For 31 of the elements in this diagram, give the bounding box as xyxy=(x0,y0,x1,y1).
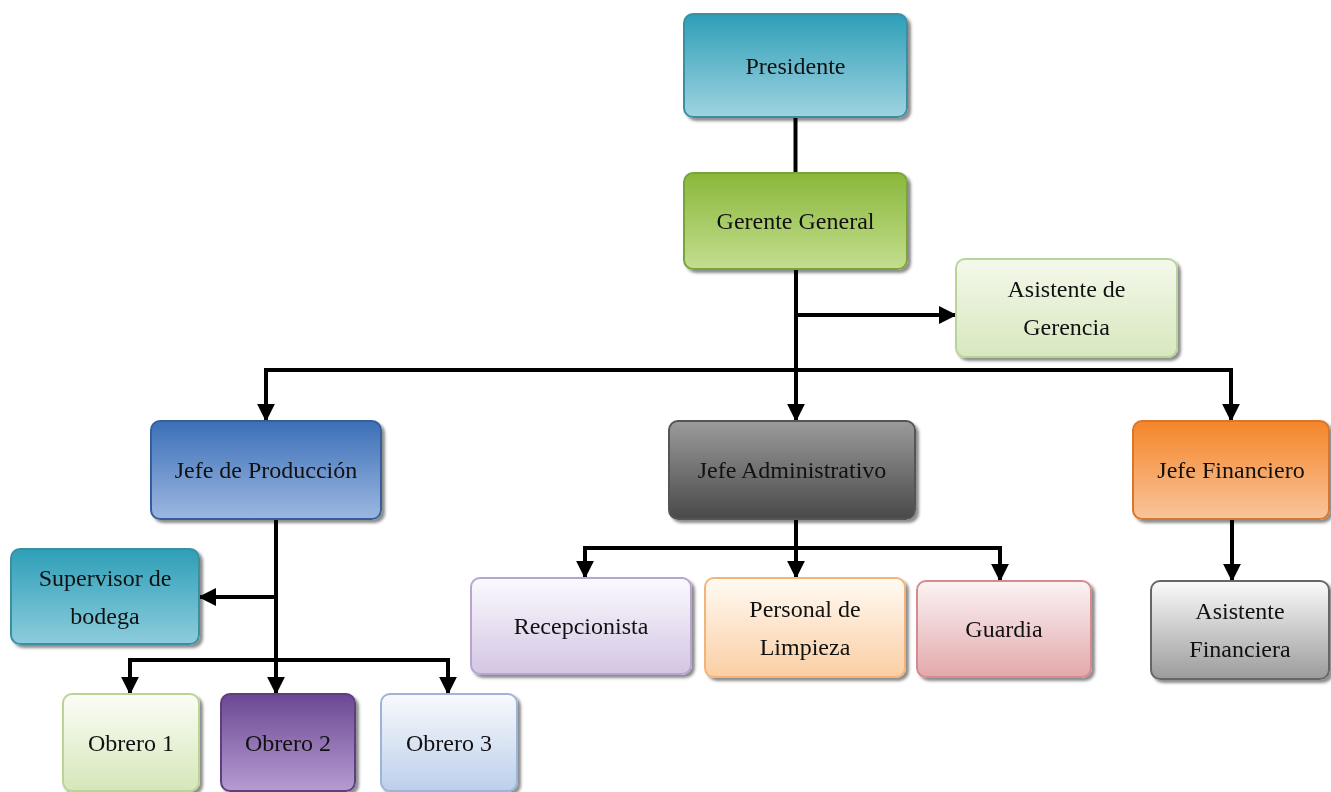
role-label: Jefe de Producción xyxy=(174,456,358,485)
role-label: Jefe Financiero xyxy=(1157,456,1305,485)
org-chart-box xyxy=(1150,580,1330,680)
role-label: Asistente Financiera xyxy=(1188,597,1292,664)
role-label: Presidente xyxy=(745,51,846,81)
role-label: Recepcionista xyxy=(513,612,649,641)
arrow xyxy=(1223,520,1241,582)
org-chart-box xyxy=(955,258,1178,358)
arrow xyxy=(794,520,1009,582)
org-chart-box xyxy=(220,693,356,792)
org-chart-box xyxy=(150,420,382,520)
org-chart-box xyxy=(704,577,906,678)
org-chart-box xyxy=(10,548,200,645)
org-chart-box xyxy=(470,577,692,675)
org-chart-box xyxy=(683,172,908,270)
role-label: Gerente General xyxy=(716,207,875,236)
role-label: Obrero 2 xyxy=(245,728,331,758)
org-chart-box xyxy=(916,580,1092,678)
role-label: Obrero 3 xyxy=(406,728,492,758)
org-chart-box xyxy=(1132,420,1330,520)
org-chart-box xyxy=(683,13,908,118)
connector-line xyxy=(793,118,798,172)
role-label: Personal de Limpieza xyxy=(748,594,862,662)
role-label: Guardia xyxy=(965,615,1043,644)
role-label: Asistente de Gerencia xyxy=(1006,275,1127,342)
role-label: Jefe Administrativo xyxy=(697,456,887,485)
org-chart-box xyxy=(62,693,200,792)
role-label: Supervisor de bodega xyxy=(37,563,173,631)
org-chart-box xyxy=(380,693,518,792)
role-label: Obrero 1 xyxy=(88,728,174,758)
org-chart-box xyxy=(668,420,916,520)
